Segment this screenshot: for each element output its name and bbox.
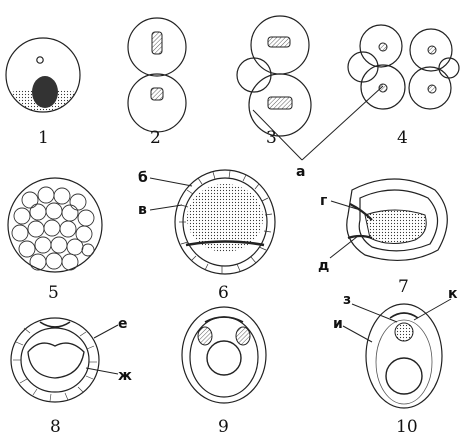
- stage-1-zygote: [6, 38, 80, 112]
- pointer-e: [94, 325, 118, 338]
- label-b: б: [138, 170, 148, 186]
- stage-10-neurula: [366, 304, 442, 408]
- stage-9-neurula: [182, 307, 266, 403]
- label-i: и: [333, 316, 343, 332]
- stage-number-4: 4: [397, 128, 408, 148]
- label-v: в: [138, 202, 147, 218]
- label-zh: ж: [118, 368, 132, 384]
- stage-8-gastrula: [11, 318, 99, 402]
- stage-number-6: 6: [218, 283, 229, 303]
- pointer-a-right: [302, 86, 383, 160]
- stage-7-gastrula: [347, 179, 448, 260]
- label-z: з: [343, 292, 351, 308]
- stage-number-3: 3: [266, 128, 277, 148]
- stage-2-two-cells: [128, 18, 186, 132]
- label-e: е: [118, 316, 128, 332]
- pointer-b: [150, 178, 192, 186]
- pointer-zh: [86, 368, 118, 374]
- stage-number-1: 1: [38, 128, 49, 148]
- stage-number-8: 8: [50, 417, 61, 437]
- stage-number-2: 2: [150, 128, 161, 148]
- stage-number-10: 10: [396, 417, 418, 437]
- label-d: д: [318, 258, 329, 274]
- pointer-k: [414, 299, 451, 320]
- stage-number-7: 7: [398, 277, 409, 297]
- pointer-i: [343, 326, 372, 342]
- stage-5-morula: [8, 178, 102, 272]
- pointer-d: [330, 236, 358, 258]
- pointer-a-left: [253, 110, 302, 160]
- stage-number-9: 9: [218, 417, 229, 437]
- stage-4-cleavage: [348, 25, 459, 109]
- stage-number-5: 5: [48, 283, 59, 303]
- label-k: к: [448, 286, 458, 302]
- stage-3-cleavage: [237, 16, 311, 136]
- label-g: г: [320, 193, 327, 209]
- label-a: а: [296, 164, 305, 180]
